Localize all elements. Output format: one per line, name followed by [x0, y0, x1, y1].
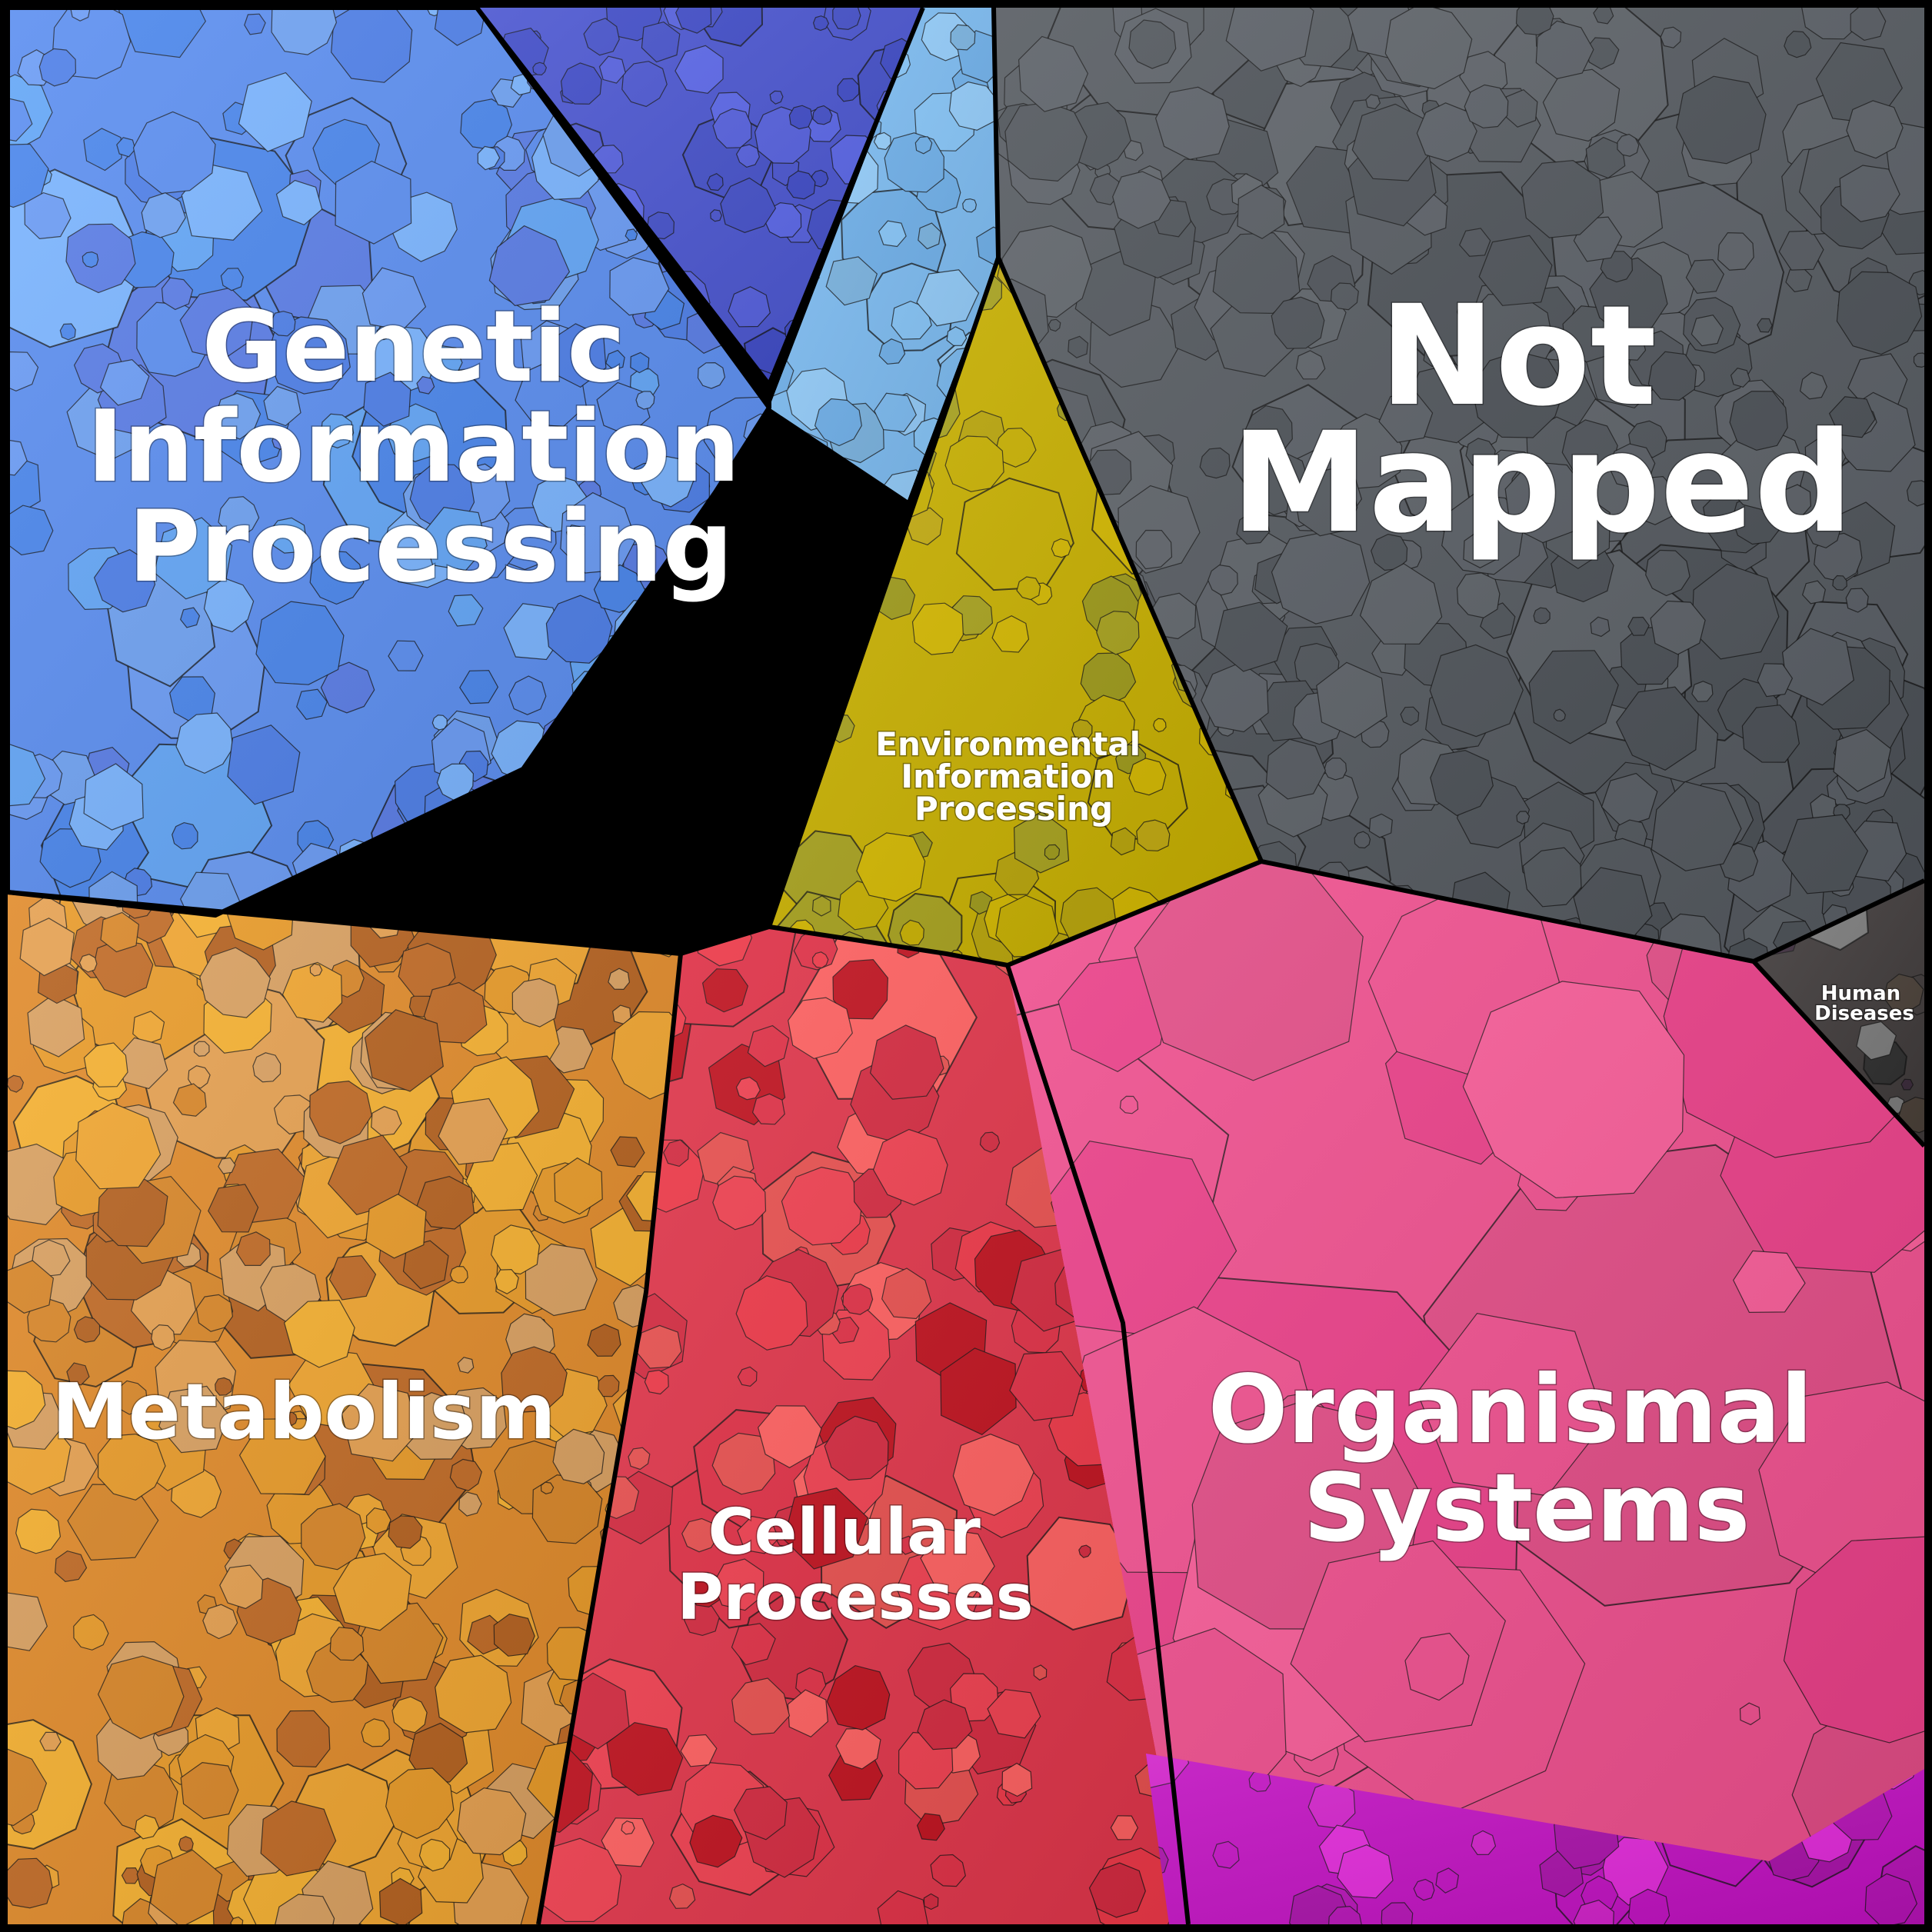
label-not-mapped-line-2: Mapped — [1231, 403, 1853, 564]
border-metabolism-right — [536, 953, 683, 1925]
label-genetic-line-2: Information — [87, 390, 740, 505]
label-cellular-line-2: Processes — [677, 1561, 1033, 1634]
label-cellular-line-1: Cellular — [708, 1496, 981, 1569]
label-genetic-line-3: Processing — [128, 490, 734, 605]
label-organismal-line-2: Systems — [1304, 1454, 1750, 1563]
label-cellular-processes: Cellular Processes — [677, 1496, 1033, 1634]
organismal-shading — [1008, 861, 1924, 1924]
border-environmental-bottom — [768, 859, 1263, 968]
label-human-line-1: Human — [1821, 982, 1900, 1005]
label-human-line-2: Diseases — [1814, 1002, 1914, 1025]
label-metabolism: Metabolism — [52, 1367, 555, 1457]
label-not-mapped: Not Mapped — [1231, 276, 1853, 564]
label-environmental-line-1: Environmental — [875, 725, 1141, 763]
border-human — [1751, 959, 1927, 1148]
region-labels: Genetic Information Processing Not Mappe… — [51, 275, 1915, 1636]
border-genetic-split — [767, 6, 925, 386]
label-not-mapped-line-1: Not — [1379, 276, 1656, 437]
label-environmental-line-2: Information — [901, 758, 1115, 795]
label-organismal-systems: Organismal Systems — [1208, 1355, 1846, 1563]
border-cellular-right — [1005, 964, 1191, 1925]
label-environmental-line-3: Processing — [914, 790, 1113, 828]
border-environmental-left — [7, 257, 1001, 956]
label-human-diseases: Human Diseases — [1814, 982, 1914, 1025]
label-genetic-information-processing: Genetic Information Processing — [87, 290, 774, 605]
label-environmental-information-processing: Environmental Information Processing — [875, 725, 1151, 828]
label-organismal-line-1: Organismal — [1208, 1355, 1813, 1464]
label-genetic-line-1: Genetic — [202, 290, 625, 405]
